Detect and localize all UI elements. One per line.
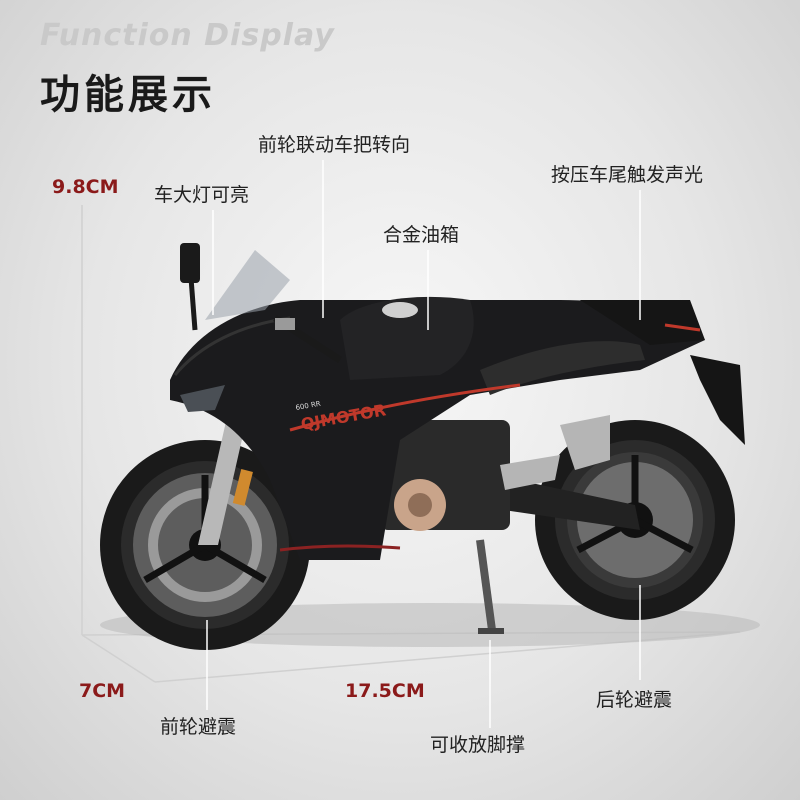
callout-rear-suspension: 后轮避震 xyxy=(596,689,673,711)
header-chinese-title: 功能展示 xyxy=(40,72,216,118)
header-english-title: Function Display xyxy=(40,18,335,53)
motorcycle-model: QJMOTOR 600 RR xyxy=(100,243,760,650)
callout-kickstand: 可收放脚撑 xyxy=(430,734,526,756)
height-dimension-label: 9.8CM xyxy=(52,176,119,198)
callout-front-steering: 前轮联动车把转向 xyxy=(258,134,411,156)
length-dimension-label: 17.5CM xyxy=(345,680,425,702)
callout-headlight: 车大灯可亮 xyxy=(154,184,250,206)
callout-front-suspension: 前轮避震 xyxy=(160,716,237,738)
callout-lines xyxy=(206,160,641,728)
engine xyxy=(380,420,510,531)
callout-tail-light: 按压车尾触发声光 xyxy=(551,164,704,186)
callout-alloy-tank: 合金油箱 xyxy=(383,224,460,246)
width-dimension-label: 7CM xyxy=(79,680,126,702)
